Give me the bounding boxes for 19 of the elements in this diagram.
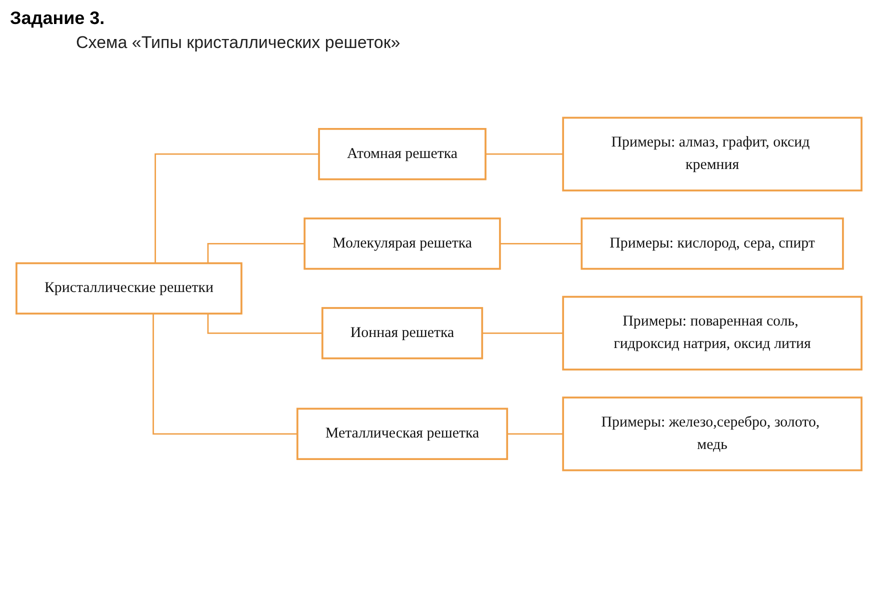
node-box: Примеры: железо,серебро, золото, медь (562, 396, 862, 472)
title: Задание 3. (10, 8, 106, 29)
node-box: Молекулярая решетка (304, 218, 501, 270)
node-box: Ионная решетка (321, 307, 484, 360)
node-box: Кристаллические решетки (16, 262, 242, 315)
connector (481, 332, 564, 334)
connector (499, 242, 582, 244)
diagram-caption: Схема «Типы кристаллических решеток» (76, 33, 402, 53)
node-box: Примеры: поваренная соль, гидроксид натрия, оксид лития (562, 296, 862, 370)
node-box: Примеры: кислород, сера, спирт (580, 218, 844, 270)
connector (484, 153, 564, 155)
connector (207, 314, 322, 334)
connector (154, 153, 320, 264)
node-box: Атомная решетка (318, 128, 486, 180)
node-box: Примеры: алмаз, графит, оксид кремния (562, 116, 862, 192)
node-box: Металлическая решетка (296, 408, 508, 460)
connector (506, 433, 564, 435)
connector (207, 242, 305, 264)
connector (152, 314, 298, 435)
